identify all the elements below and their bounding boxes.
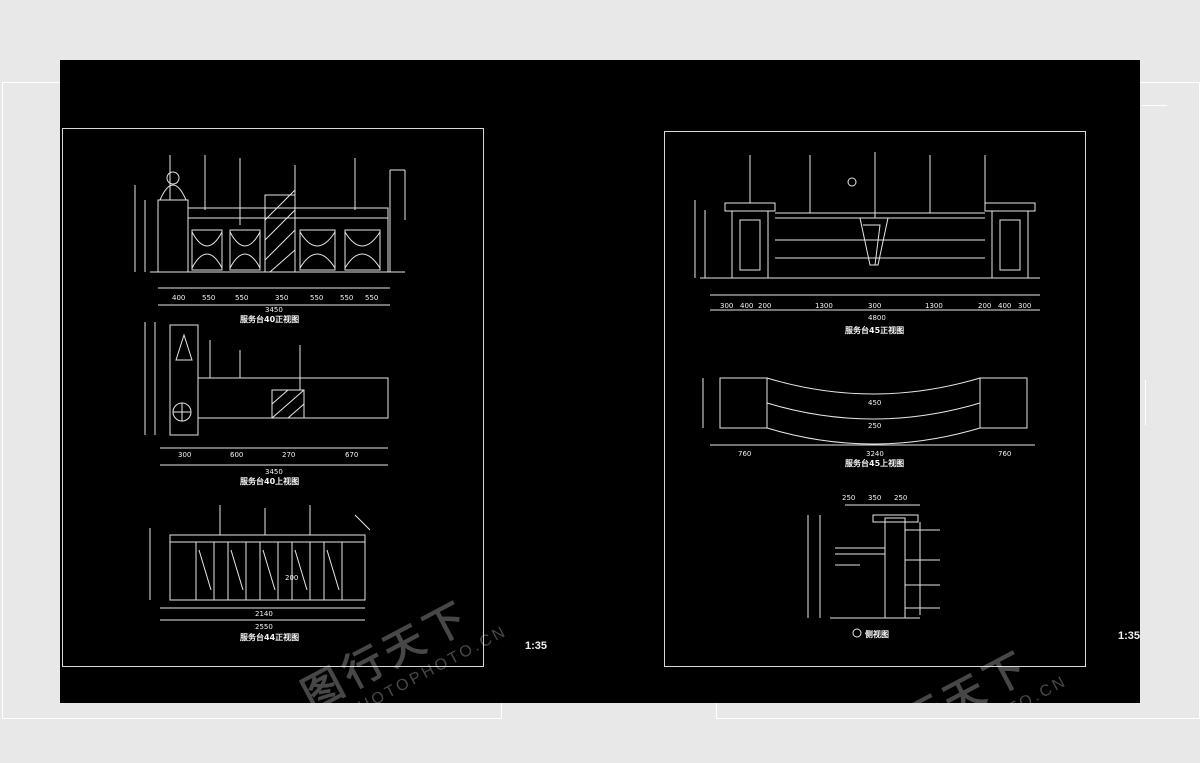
dim-total: 3450 [265,306,283,314]
top-view-45-drawing [702,377,1035,446]
dim-text: 250 [894,494,907,502]
dim-text: 3240 [866,450,884,458]
dim-text: 550 [365,294,378,302]
dim-text: 1300 [815,302,833,310]
view-title: 侧视图 [865,629,889,639]
dim-text: 670 [345,451,358,459]
top-view-40-drawing [144,322,389,466]
dim-text: 250 [842,494,855,502]
dim-total: 4800 [868,314,886,322]
side-view-drawing [807,504,940,638]
front-view-40-drawing [134,155,406,306]
front-view-44-drawing [149,505,371,621]
view-title: 服务台40上视图 [240,476,299,486]
front-view-45-drawing [694,152,1040,311]
dim-text: 300 [1018,302,1031,310]
view-title: 服务台40正视图 [240,314,299,324]
dim-text: 250 [868,422,881,430]
cad-lines: 400 550 550 350 550 550 550 3450 300 600… [134,152,1040,642]
dim-total: 3450 [265,468,283,476]
dim-text: 400 [740,302,753,310]
dim-text: 200 [285,574,298,582]
dim-text: 550 [310,294,323,302]
right-edge-mark [1145,380,1146,425]
dim-text: 200 [758,302,771,310]
left-dims: 400 550 550 350 550 550 550 3450 300 600… [172,294,378,631]
dim-text: 600 [230,451,243,459]
right-drawing-sheet [664,131,1086,667]
dim-text: 200 [978,302,991,310]
cad-drawing-canvas[interactable]: 1:35 1:35 [60,60,1140,703]
left-drawing-sheet [62,128,484,667]
dim-text: 550 [235,294,248,302]
right-dims: 300 400 200 1300 300 1300 200 400 300 48… [720,302,1031,502]
dim-text: 2140 [255,610,273,618]
right-scale-label: 1:35 [1118,630,1140,642]
right-edge-mark [1142,105,1167,106]
view-title: 服务台45上视图 [845,458,904,468]
left-scale-label: 1:35 [525,640,548,652]
dim-text: 760 [998,450,1011,458]
dim-text: 550 [340,294,353,302]
dim-text: 2550 [255,623,273,631]
dim-text: 350 [275,294,288,302]
view-title: 服务台45正视图 [845,325,904,335]
dim-text: 450 [868,399,881,407]
dim-text: 350 [868,494,881,502]
dim-text: 400 [172,294,185,302]
dim-text: 300 [720,302,733,310]
dim-text: 270 [282,451,295,459]
dim-text: 1300 [925,302,943,310]
dim-text: 760 [738,450,751,458]
view-title: 服务台44正视图 [240,632,299,642]
dim-text: 400 [998,302,1011,310]
dim-text: 300 [868,302,881,310]
dim-text: 300 [178,451,191,459]
dim-text: 550 [202,294,215,302]
